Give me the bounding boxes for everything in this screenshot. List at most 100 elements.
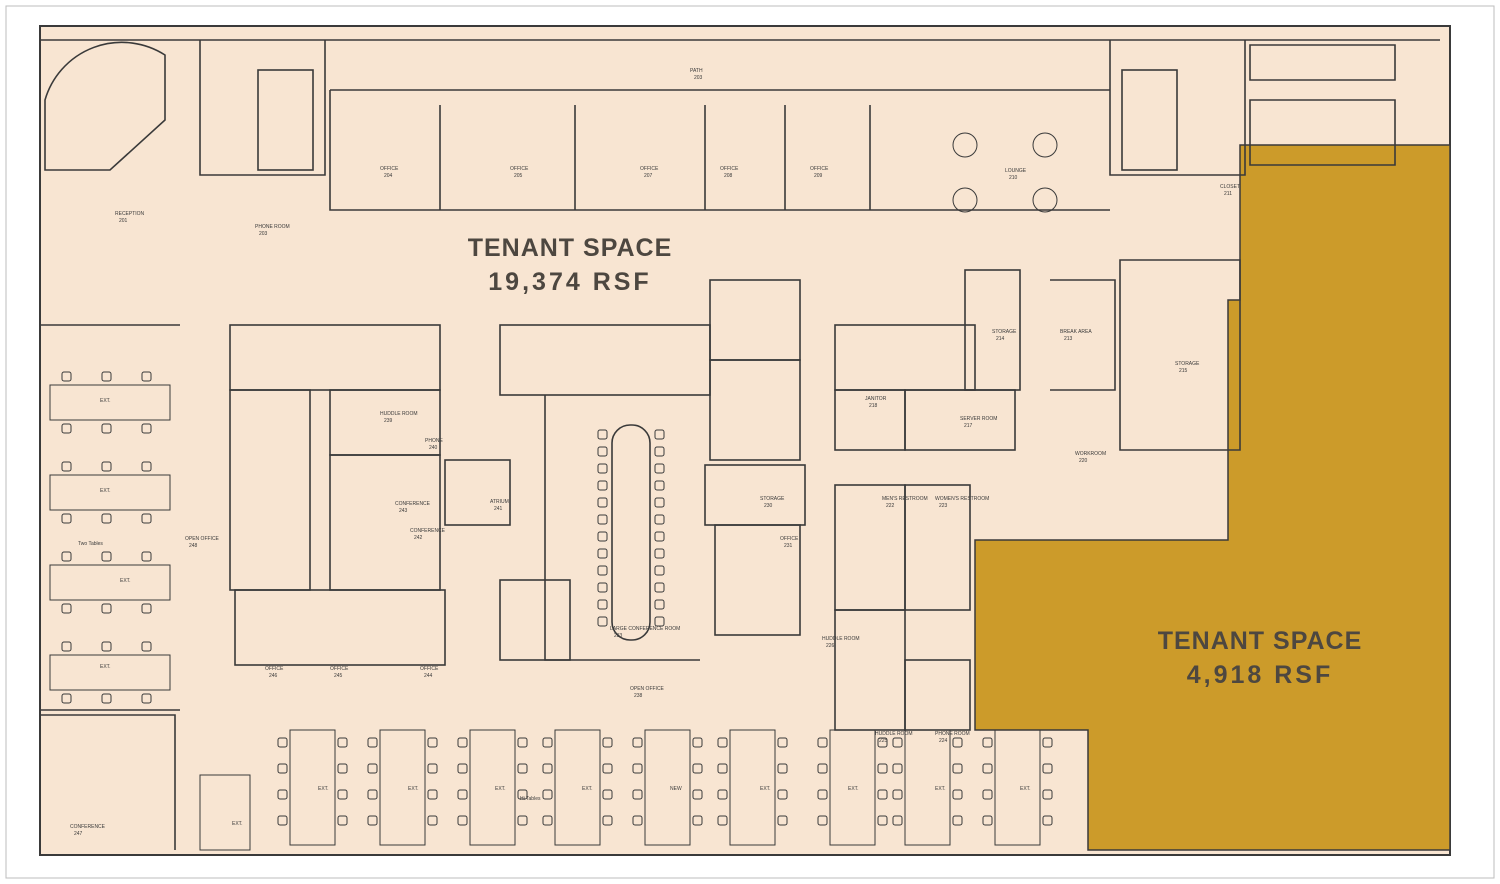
chair: [61, 371, 72, 382]
room-number-server-room: 217: [964, 423, 973, 429]
chair: [277, 815, 288, 826]
chair: [597, 582, 608, 593]
room-label-huddle-room-225: HUDDLE ROOM: [875, 731, 913, 737]
room-number-large-conference: 233: [614, 633, 623, 639]
room-label-open-office-248: OPEN OFFICE: [185, 536, 220, 542]
chair: [427, 789, 438, 800]
desk: [729, 729, 776, 846]
chair: [602, 815, 613, 826]
annotation-hi-tables: Hi Tables: [520, 796, 541, 802]
chair: [877, 737, 888, 748]
room-label-closet: CLOSET: [1220, 184, 1240, 190]
chair: [61, 423, 72, 434]
workstation-ext-label: EXT.: [1020, 786, 1031, 792]
walls: [40, 39, 1440, 850]
chair: [517, 737, 528, 748]
chair: [277, 789, 288, 800]
chair: [877, 815, 888, 826]
chair: [457, 789, 468, 800]
room-number-open-office-248: 248: [189, 543, 198, 549]
room-number-office-204: 204: [384, 173, 393, 179]
chair: [692, 763, 703, 774]
desk: [289, 729, 336, 846]
room-label-janitor: JANITOR: [865, 396, 887, 402]
room-label-office-207: OFFICE: [640, 166, 659, 172]
room-number-office-231: 231: [784, 543, 793, 549]
room-number-lounge: 210: [1009, 175, 1018, 181]
room-number-closet: 211: [1224, 191, 1232, 197]
desk: [644, 729, 691, 846]
chair: [602, 763, 613, 774]
chair: [101, 551, 112, 562]
room-label-reception: RECEPTION: [115, 211, 145, 217]
chair: [777, 815, 788, 826]
chair: [717, 815, 728, 826]
chair: [717, 763, 728, 774]
workstation-ext-label: EXT.: [232, 821, 243, 827]
chair: [817, 789, 828, 800]
large-conference-table: [611, 424, 651, 641]
chair: [101, 371, 112, 382]
room-number-storage-214: 214: [996, 336, 1005, 342]
room-label-conference-242: CONFERENCE: [410, 528, 446, 534]
chair: [367, 815, 378, 826]
tenant-space-2-area: 4,918 RSF: [1186, 660, 1334, 689]
chair: [654, 480, 665, 491]
chair: [982, 815, 993, 826]
annotation-two-tables: Two Tables: [78, 541, 103, 547]
desk: [469, 729, 516, 846]
chair: [632, 763, 643, 774]
chair: [597, 514, 608, 525]
chair: [654, 497, 665, 508]
chair: [597, 548, 608, 559]
workstation-ext-label: EXT.: [408, 786, 419, 792]
chair: [101, 423, 112, 434]
chair: [367, 763, 378, 774]
chair: [982, 763, 993, 774]
desk: [994, 729, 1041, 846]
chair: [654, 565, 665, 576]
chair: [141, 551, 152, 562]
room-label-workroom: WORKROOM: [1075, 451, 1106, 457]
chair: [952, 763, 963, 774]
room-number-office-209: 209: [814, 173, 823, 179]
room-number-office-246: 246: [269, 673, 278, 679]
tenant-space-2-title: TENANT SPACE: [1157, 627, 1363, 655]
chair: [337, 815, 348, 826]
tenant-space-2-label: TENANT SPACE 4,918 RSF: [1110, 625, 1410, 693]
room-label-storage-215: STORAGE: [1175, 361, 1200, 367]
chair: [982, 789, 993, 800]
chair: [61, 603, 72, 614]
chair: [817, 737, 828, 748]
chair: [597, 429, 608, 440]
chair: [597, 497, 608, 508]
desk: [49, 654, 171, 691]
chair: [892, 789, 903, 800]
room-number-break-area: 213: [1064, 336, 1073, 342]
chair: [654, 429, 665, 440]
chair: [654, 548, 665, 559]
chair: [654, 446, 665, 457]
room-label-office-231: OFFICE: [780, 536, 799, 542]
chair: [101, 513, 112, 524]
tenant-space-1-label: TENANT SPACE 19,374 RSF: [420, 232, 720, 300]
room-number-huddle-room-226: 226: [826, 643, 835, 649]
room-label-server-room: SERVER ROOM: [960, 416, 997, 422]
room-number-huddle-room-239: 239: [384, 418, 393, 424]
room-number-womens-restroom: 223: [939, 503, 948, 509]
chair: [141, 641, 152, 652]
chair: [427, 815, 438, 826]
room-number-conference-247: 247: [74, 831, 83, 837]
room-number-mens-restroom: 222: [886, 503, 895, 509]
chair: [427, 737, 438, 748]
room-label-womens-restroom: WOMEN'S RESTROOM: [935, 496, 989, 502]
chair: [597, 531, 608, 542]
workstation-ext-label: EXT.: [848, 786, 859, 792]
chair: [1042, 815, 1053, 826]
room-label-path: PATH: [690, 68, 703, 74]
chair: [597, 446, 608, 457]
workstation-ext-label: EXT.: [935, 786, 946, 792]
chair: [654, 599, 665, 610]
